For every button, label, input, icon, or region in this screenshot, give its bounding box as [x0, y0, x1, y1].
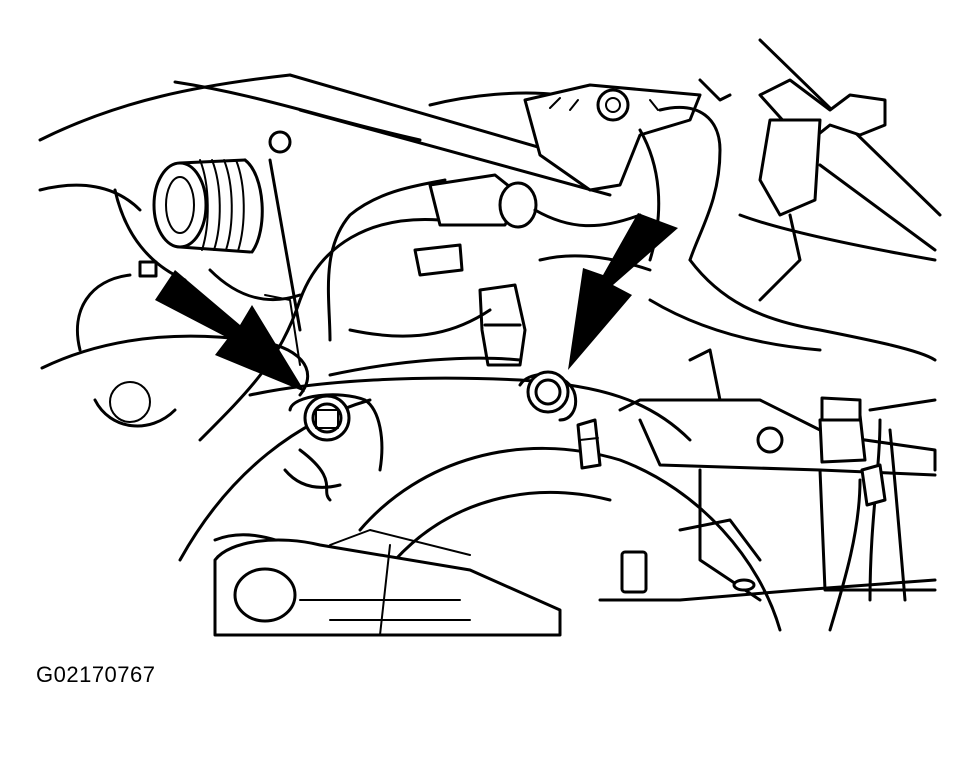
hose-fitting — [328, 243, 652, 377]
left-mounting-bolt[interactable] — [283, 393, 384, 489]
plate-bolt-icon — [756, 426, 784, 454]
right-lower-plate — [598, 348, 937, 602]
callout-arrow-right — [568, 213, 678, 370]
bracket-bolt-icon — [596, 88, 630, 122]
arrow-icon — [568, 213, 678, 370]
corrugated-intake-tube — [38, 158, 264, 282]
lower-mount — [213, 529, 562, 637]
housing-bolt-icon — [138, 260, 158, 278]
small-sensor — [576, 418, 602, 470]
figure-code: G02170767 — [36, 662, 156, 687]
top-bracket — [523, 83, 702, 192]
callout-arrow-left — [155, 270, 305, 392]
wiring-harness — [828, 398, 937, 632]
sensor-connector — [758, 78, 887, 302]
right-hose — [638, 105, 937, 362]
arrow-icon — [155, 270, 305, 392]
right-mounting-bolt[interactable] — [518, 370, 578, 422]
coolant-hose — [198, 173, 642, 442]
engine-bay-illustration — [38, 38, 942, 637]
